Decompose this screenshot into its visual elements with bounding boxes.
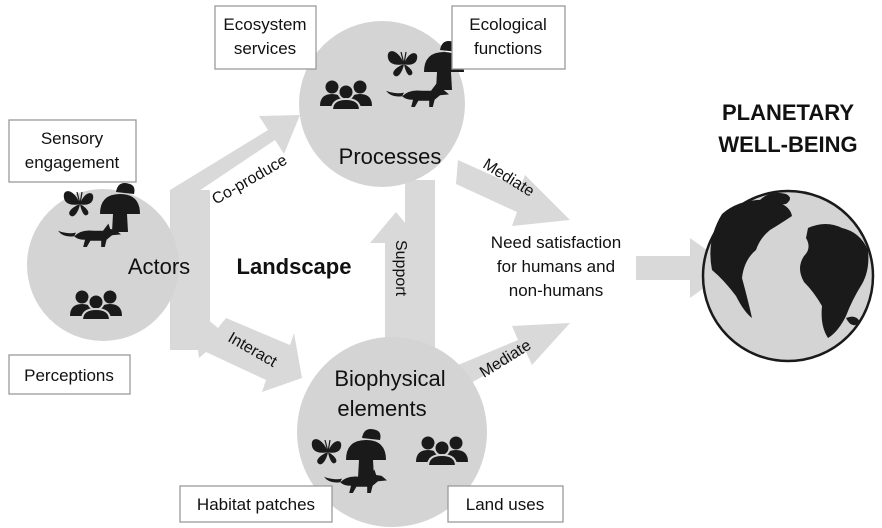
landscape-label: Landscape <box>237 254 352 279</box>
support-label: Support <box>392 240 409 297</box>
ecological-functions-box: Ecological functions <box>451 5 566 70</box>
ecosystem-services-line2: services <box>234 39 296 58</box>
processes-node <box>299 21 465 187</box>
sensory-engagement-box: Sensory engagement <box>8 119 137 183</box>
sensory-engagement-line1: Sensory <box>41 129 104 148</box>
people-icon <box>319 79 373 111</box>
land-uses-box: Land uses <box>447 485 564 523</box>
sensory-engagement-line2: engagement <box>25 153 120 172</box>
habitat-patches-label: Habitat patches <box>197 495 315 514</box>
people-icon <box>415 435 469 467</box>
mediate-top-arrow <box>456 160 570 226</box>
planetary-line2: WELL-BEING <box>718 132 857 157</box>
ecosystem-services-line1: Ecosystem <box>223 15 306 34</box>
land-uses-label: Land uses <box>466 495 544 514</box>
globe-icon <box>701 189 875 363</box>
processes-label: Processes <box>339 144 442 169</box>
actors-node <box>27 189 179 341</box>
processes-connector <box>405 180 435 350</box>
co-produce-arrow <box>170 115 300 205</box>
support-arrow <box>370 212 422 345</box>
people-icon <box>69 289 123 321</box>
actors-label: Actors <box>128 254 190 279</box>
perceptions-box: Perceptions <box>8 354 131 395</box>
mediate-bottom-arrow <box>458 323 570 388</box>
habitat-patches-box: Habitat patches <box>179 485 333 523</box>
ecological-functions-line1: Ecological <box>469 15 547 34</box>
interact-arrow <box>194 318 302 392</box>
need-line2: for humans and <box>497 257 615 276</box>
ecological-functions-line2: functions <box>474 39 542 58</box>
need-line1: Need satisfaction <box>491 233 621 252</box>
perceptions-label: Perceptions <box>24 366 114 385</box>
need-line3: non-humans <box>509 281 604 300</box>
ecosystem-services-box: Ecosystem services <box>214 5 317 70</box>
biophysical-label-line2: elements <box>337 396 426 421</box>
biophysical-label-line1: Biophysical <box>334 366 445 391</box>
planetary-line1: PLANETARY <box>722 100 854 125</box>
